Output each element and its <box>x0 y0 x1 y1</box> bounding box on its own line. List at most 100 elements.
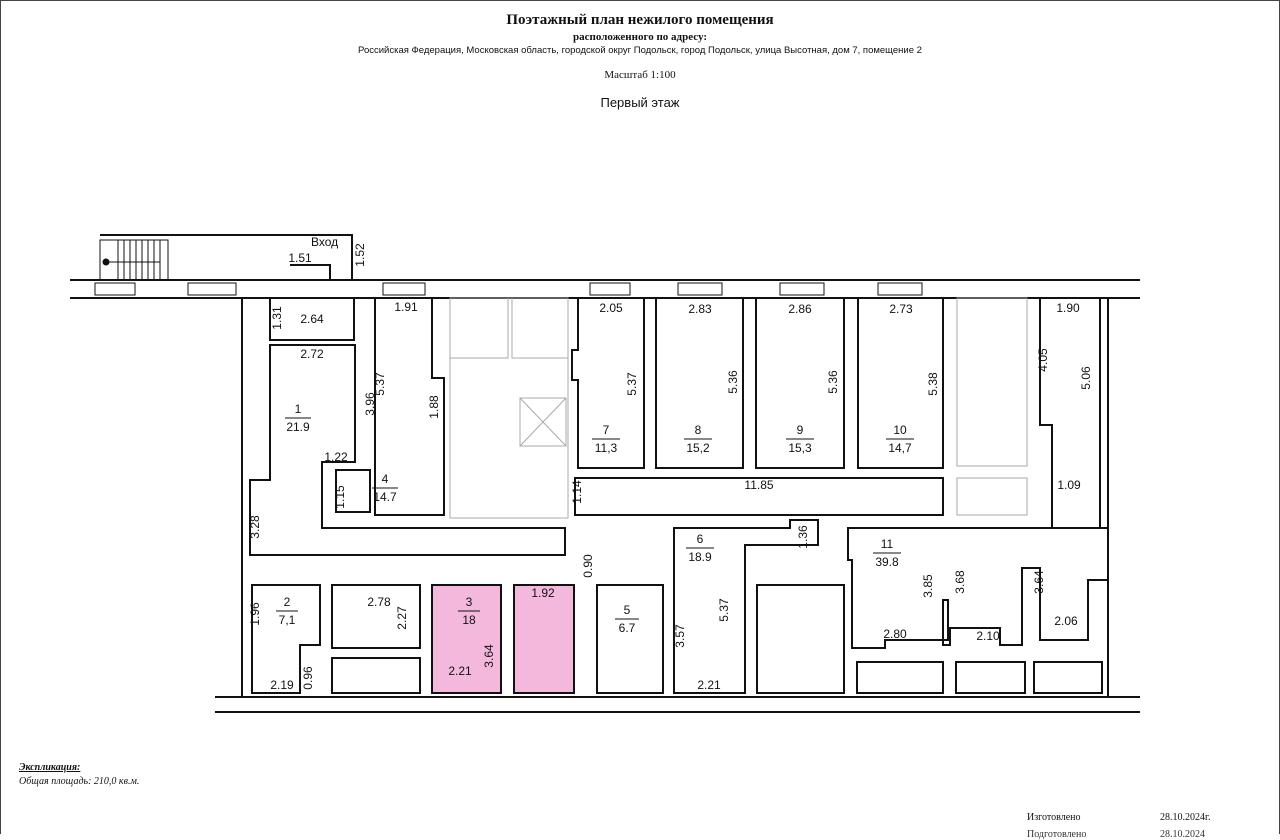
made-label: Изготовлено <box>1027 812 1081 823</box>
dimension-label: 1.14 <box>570 480 584 504</box>
address: Российская Федерация, Московская область… <box>358 45 922 56</box>
svg-text:14,7: 14,7 <box>888 441 912 455</box>
area-value: 210,0 кв.м. <box>93 776 140 787</box>
dimension-label: 1.15 <box>333 485 347 509</box>
svg-text:14.7: 14.7 <box>373 490 397 504</box>
dimension-label: 2.86 <box>788 302 812 316</box>
dimension-label: 5.37 <box>373 372 387 396</box>
dimension-label: 1.90 <box>1056 301 1080 315</box>
dimension-label: 2.06 <box>1054 614 1078 628</box>
room-label-10: 10 14,7 <box>886 423 914 455</box>
room-label-4: 414.7 <box>372 472 398 504</box>
svg-text:7,1: 7,1 <box>279 613 296 627</box>
room-5 <box>596 584 664 694</box>
svg-text:6.7: 6.7 <box>619 621 636 635</box>
plan-title: Поэтажный план нежилого помещения <box>506 12 774 28</box>
room-label-9: 915,3 <box>786 423 814 455</box>
dimension-label: 2.80 <box>883 627 907 641</box>
dimension-label: 2.73 <box>889 302 913 316</box>
svg-text:2: 2 <box>284 595 291 609</box>
entrance-step <box>290 264 331 280</box>
room-label-2: 27,1 <box>276 595 298 627</box>
dimension-label: 3.64 <box>1032 570 1046 594</box>
dimension-label: 5.36 <box>826 370 840 394</box>
room-label-8: 815,2 <box>684 423 712 455</box>
explication-area: Общая площадь: 210,0 кв.м. <box>19 776 139 787</box>
svg-text:9: 9 <box>797 423 804 437</box>
dimension-label: 1.09 <box>1057 478 1081 492</box>
svg-text:8: 8 <box>695 423 702 437</box>
room-8 <box>655 297 744 469</box>
dimension-label: 1.52 <box>353 243 367 267</box>
dimension-label: 3.64 <box>482 644 496 668</box>
room-11c <box>1033 661 1103 694</box>
dimension-label: 1.31 <box>270 306 284 330</box>
svg-text:7: 7 <box>603 423 610 437</box>
room-11 <box>847 527 1109 649</box>
dimension-label: 1.88 <box>427 395 441 419</box>
room-3-left <box>431 584 502 694</box>
svg-text:11: 11 <box>881 537 894 551</box>
dimension-label: 3.28 <box>248 515 262 539</box>
dimension-label: 0.90 <box>581 554 595 578</box>
svg-text:11,3: 11,3 <box>595 441 618 455</box>
dimension-label: 5.06 <box>1079 366 1093 390</box>
shaft <box>756 584 845 694</box>
floor-label: Первый этаж <box>600 95 680 110</box>
dimension-label: 5.37 <box>717 598 731 622</box>
dimension-label: 2.27 <box>395 606 409 630</box>
svg-text:21.9: 21.9 <box>286 420 310 434</box>
dimension-label: 5.37 <box>625 372 639 396</box>
dimension-label: 1.96 <box>248 602 262 626</box>
dimension-label: 2.78 <box>367 595 391 609</box>
svg-text:18.9: 18.9 <box>688 550 712 564</box>
dimension-label: 2.72 <box>300 347 324 361</box>
room-11-north <box>1039 297 1101 529</box>
dimension-label: 1.51 <box>288 251 312 265</box>
plan-subtitle: расположенного по адресу: <box>573 31 707 43</box>
room-1-vestibule <box>269 297 355 341</box>
dimension-label: 2.10 <box>976 629 1000 643</box>
room-10 <box>857 297 944 469</box>
entrance-canopy <box>100 234 353 280</box>
scale-label: Масштаб 1:100 <box>604 69 676 81</box>
svg-text:4: 4 <box>382 472 389 486</box>
corridor-11 <box>574 477 944 516</box>
dimension-label: 2.21 <box>697 678 721 692</box>
dimension-label: 2.21 <box>448 664 472 678</box>
room-3-right <box>513 584 575 694</box>
room-4-niche <box>335 469 371 513</box>
windows <box>94 282 923 296</box>
room-label-6: 618.9 <box>686 532 714 564</box>
room-2b <box>331 657 421 694</box>
svg-text:10: 10 <box>893 423 907 437</box>
room-2a <box>331 584 421 649</box>
room-1 <box>249 344 566 556</box>
room-label-3: 318 <box>458 595 480 627</box>
room-label-5: 56.7 <box>615 603 639 635</box>
dimension-label: 2.19 <box>270 678 294 692</box>
entrance-label: Вход <box>311 235 338 249</box>
dimension-label: 2.83 <box>688 302 712 316</box>
svg-text:39.8: 39.8 <box>875 555 899 569</box>
svg-text:5: 5 <box>624 603 631 617</box>
room-6 <box>673 519 819 694</box>
made-date: 28.10.2024г. <box>1160 812 1211 823</box>
svg-text:15,3: 15,3 <box>788 441 812 455</box>
dimension-label: 5.36 <box>726 370 740 394</box>
dimension-label: 0.96 <box>301 666 315 690</box>
svg-text:3: 3 <box>466 595 473 609</box>
area-label: Общая площадь: <box>19 776 92 787</box>
room-4 <box>374 297 445 516</box>
room-label-11: 11 39.8 <box>873 537 901 569</box>
room-11b <box>955 661 1026 694</box>
dimension-label: 1.22 <box>324 450 348 464</box>
room-11a <box>856 661 944 694</box>
dimension-label: 3.68 <box>953 570 967 594</box>
dimension-label: 1.91 <box>394 300 418 314</box>
svg-text:18: 18 <box>462 613 476 627</box>
svg-text:6: 6 <box>697 532 704 546</box>
room-label-1: 121.9 <box>285 402 311 434</box>
common-area <box>449 297 1028 519</box>
